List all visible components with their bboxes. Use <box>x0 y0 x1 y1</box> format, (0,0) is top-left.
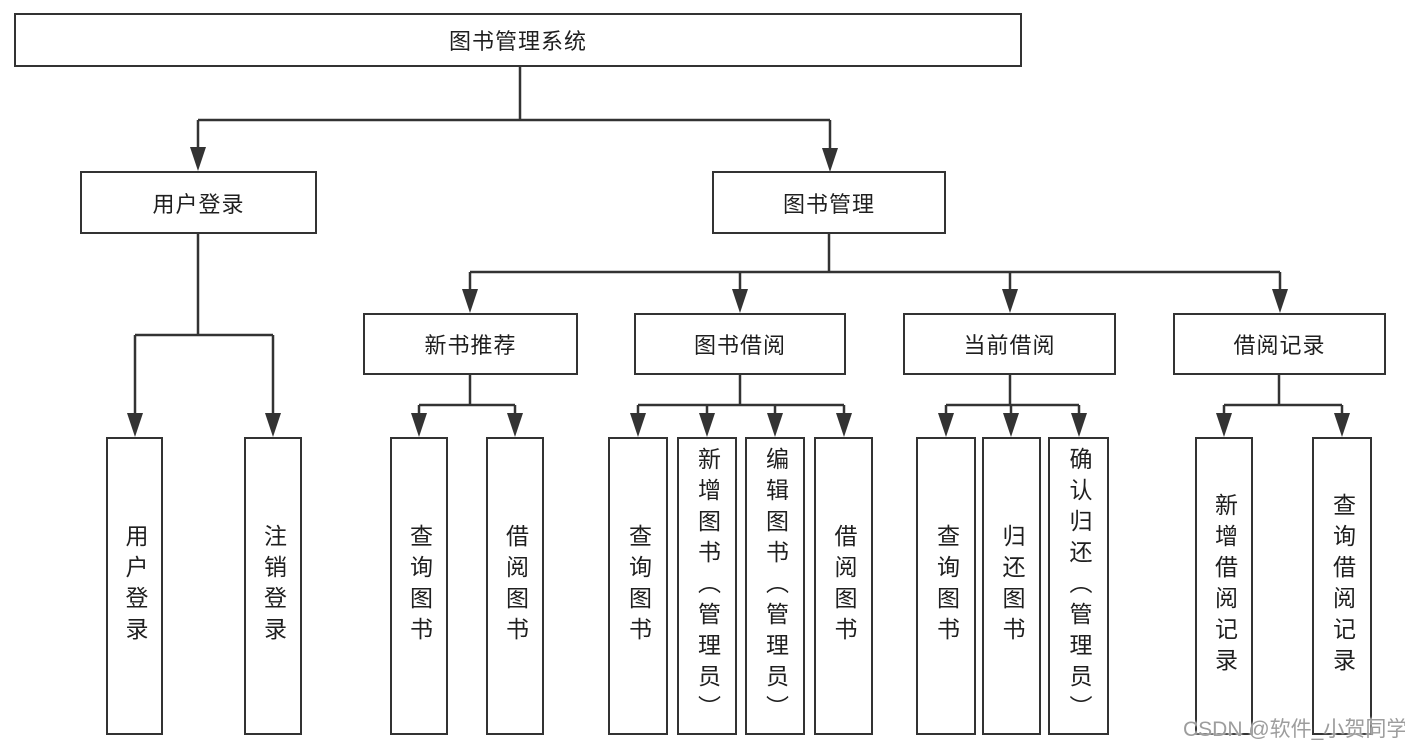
connector-book-mgmt-to-groups <box>468 233 1282 294</box>
node-book-mgmt-label: 图书管理 <box>782 191 875 217</box>
leaf-current-confirm-return-admin-label: 确认归还（管理员） <box>1066 446 1092 726</box>
leaf-records-add-borrow-record: 新增借阅记录 <box>1195 437 1253 735</box>
arrowheads <box>127 147 1350 437</box>
node-borrow-records: 借阅记录 <box>1173 313 1386 375</box>
leaf-current-return-books-label: 归还图书 <box>999 524 1025 648</box>
connector-user-login-to-children <box>133 233 275 418</box>
leaf-current-query-books-label: 查询图书 <box>933 524 960 648</box>
node-new-book-recommend-label: 新书推荐 <box>424 333 517 358</box>
node-book-borrow: 图书借阅 <box>634 313 846 375</box>
node-root-label: 图书管理系统 <box>448 29 587 54</box>
node-user-login-label: 用户登录 <box>152 191 245 217</box>
connector-book-borrow <box>636 375 846 418</box>
leaf-borrow-borrow-books: 借阅图书 <box>814 437 873 735</box>
connector-borrow-records <box>1222 375 1344 418</box>
leaf-records-add-borrow-record-label: 新增借阅记录 <box>1211 493 1238 679</box>
connector-root-to-level2 <box>196 67 832 152</box>
node-book-borrow-label: 图书借阅 <box>693 333 786 358</box>
node-user-login: 用户登录 <box>80 171 317 234</box>
leaf-borrow-edit-books-admin-label: 编辑图书（管理员） <box>762 446 789 726</box>
leaf-current-query-books: 查询图书 <box>916 437 976 735</box>
leaf-borrow-borrow-books-label: 借阅图书 <box>831 524 857 648</box>
leaf-recommend-borrow-books: 借阅图书 <box>486 437 544 735</box>
leaf-borrow-query-books: 查询图书 <box>608 437 668 735</box>
leaf-current-return-books: 归还图书 <box>982 437 1041 735</box>
leaf-recommend-query-books: 查询图书 <box>390 437 448 735</box>
leaf-records-query-borrow-record-label: 查询借阅记录 <box>1329 493 1356 679</box>
leaf-logout-label: 注销登录 <box>260 524 287 648</box>
leaf-logout: 注销登录 <box>244 437 302 735</box>
leaf-records-query-borrow-record: 查询借阅记录 <box>1312 437 1372 735</box>
leaf-borrow-add-books-admin-label: 新增图书（管理员） <box>694 446 721 726</box>
leaf-borrow-edit-books-admin: 编辑图书（管理员） <box>745 437 805 735</box>
leaf-user-login: 用户登录 <box>106 437 163 735</box>
leaf-recommend-borrow-books-label: 借阅图书 <box>502 524 529 648</box>
connector-new-book-recommend <box>417 375 517 418</box>
node-borrow-records-label: 借阅记录 <box>1233 333 1326 358</box>
watermark-text: CSDN @软件_小贺同学 <box>1183 718 1405 741</box>
node-current-borrow-label: 当前借阅 <box>963 333 1056 358</box>
leaf-borrow-add-books-admin: 新增图书（管理员） <box>677 437 737 735</box>
node-new-book-recommend: 新书推荐 <box>363 313 578 375</box>
leaf-borrow-query-books-label: 查询图书 <box>625 524 652 648</box>
node-current-borrow: 当前借阅 <box>903 313 1116 375</box>
node-root: 图书管理系统 <box>14 13 1022 67</box>
leaf-current-confirm-return-admin: 确认归还（管理员） <box>1048 437 1109 735</box>
node-book-mgmt: 图书管理 <box>712 171 946 234</box>
leaf-user-login-label: 用户登录 <box>122 524 148 648</box>
connector-current-borrow <box>944 375 1081 418</box>
leaf-recommend-query-books-label: 查询图书 <box>406 524 433 648</box>
